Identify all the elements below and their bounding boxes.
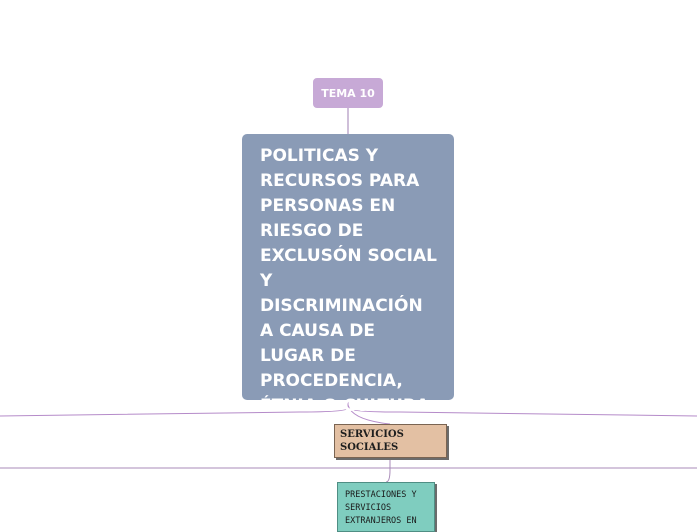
mind-map-canvas: TEMA 10 POLITICAS Y RECURSOS PARA PERSON… xyxy=(0,78,697,532)
central-topic-node[interactable]: POLITICAS Y RECURSOS PARA PERSONAS EN RI… xyxy=(242,134,454,416)
subtopic-prestaciones-label: PRESTACIONES Y SERVICIOS EXTRANJEROS EN xyxy=(345,490,417,526)
subtopic-servicios-sociales[interactable]: SERVICIOS SOCIALES xyxy=(334,424,447,458)
subtopic-servicios-label: SERVICIOS SOCIALES xyxy=(340,429,404,453)
connector-main-servicios xyxy=(347,404,391,425)
connector-lines xyxy=(0,108,697,483)
central-topic-label: POLITICAS Y RECURSOS PARA PERSONAS EN RI… xyxy=(260,146,437,416)
subtopic-prestaciones[interactable]: PRESTACIONES Y SERVICIOS EXTRANJEROS EN xyxy=(337,482,435,532)
connector-main-right xyxy=(347,400,697,417)
topic-node-tema[interactable]: TEMA 10 xyxy=(313,78,383,108)
topic-tema-label: TEMA 10 xyxy=(321,86,375,100)
connector-servicios-prestaciones xyxy=(385,459,391,483)
